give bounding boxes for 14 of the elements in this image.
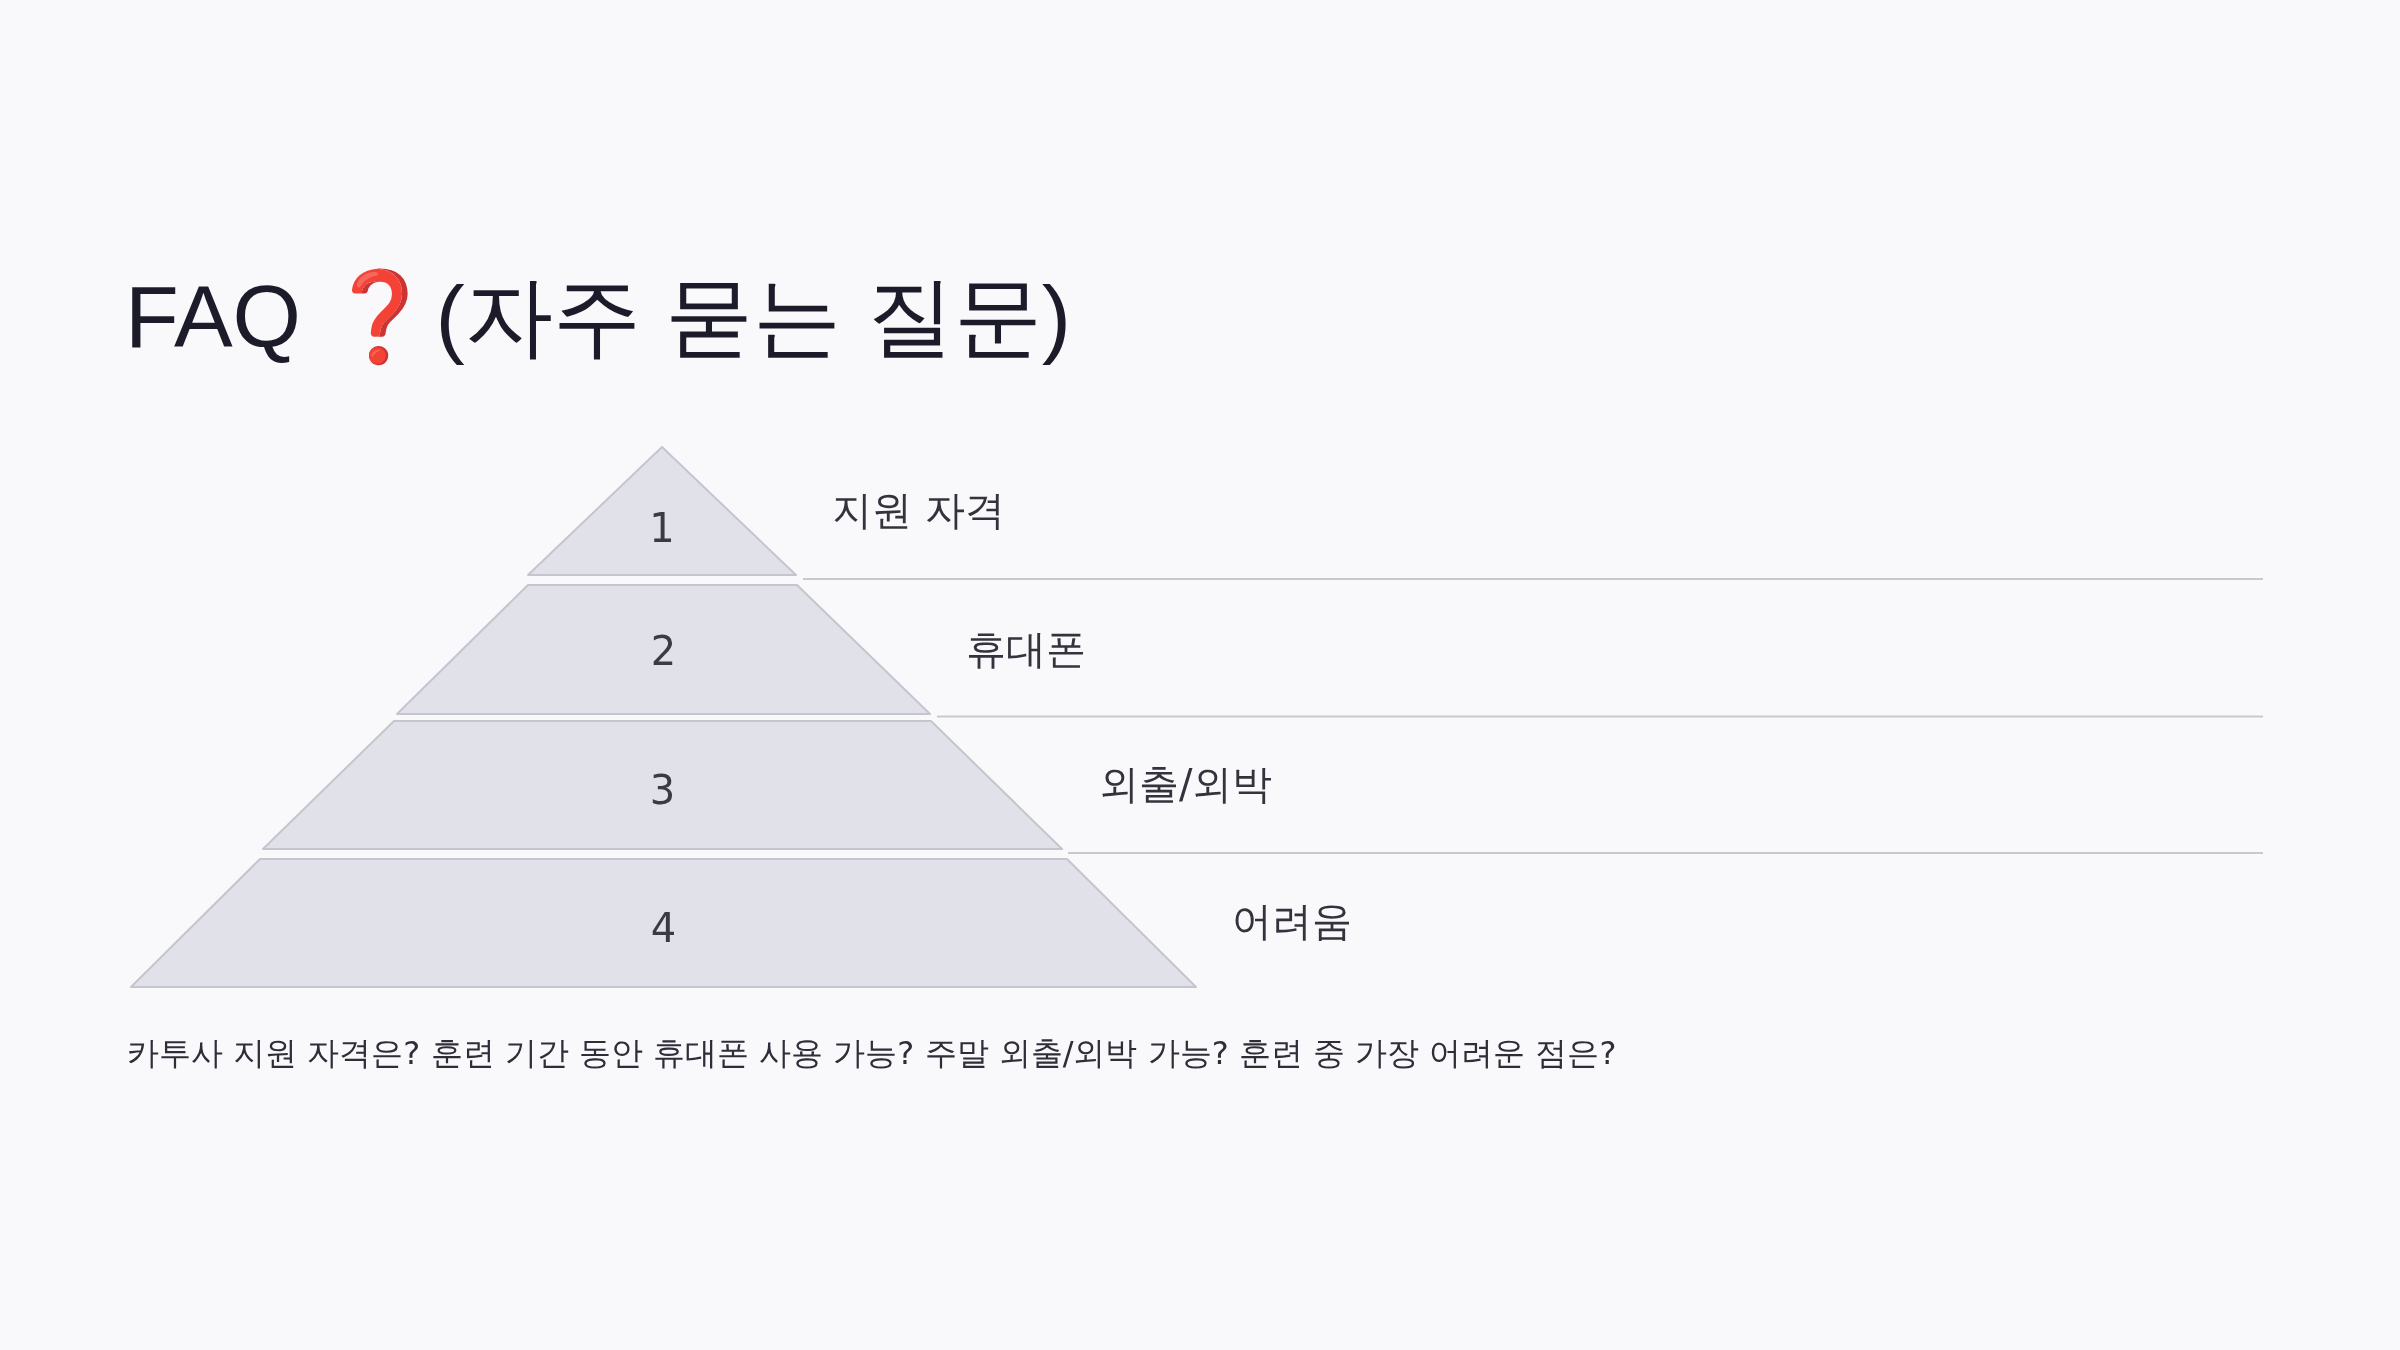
pyramid-tier (131, 859, 1196, 987)
tier-label: 휴대폰 (966, 625, 1086, 674)
tier-label: 지원 자격 (832, 486, 1005, 535)
pyramid-tier (263, 721, 1062, 849)
tier-number: 2 (650, 627, 677, 675)
tier-number: 1 (649, 504, 675, 552)
tier-label: 어려움 (1232, 897, 1352, 946)
pyramid-tier (397, 585, 930, 714)
tier-number: 3 (649, 766, 676, 814)
slide-title: FAQ ❓(자주 묻는 질문) (125, 266, 1071, 368)
pyramid-tier (528, 447, 796, 575)
tier-label: 외출/외박 (1099, 760, 1273, 809)
caption-text: 카투사 지원 자격은? 훈련 기간 동안 휴대폰 사용 가능? 주말 외출/외박 가능? 훈련 중 가장 어려운 점은? (127, 1033, 1617, 1074)
tier-number: 4 (650, 904, 677, 952)
